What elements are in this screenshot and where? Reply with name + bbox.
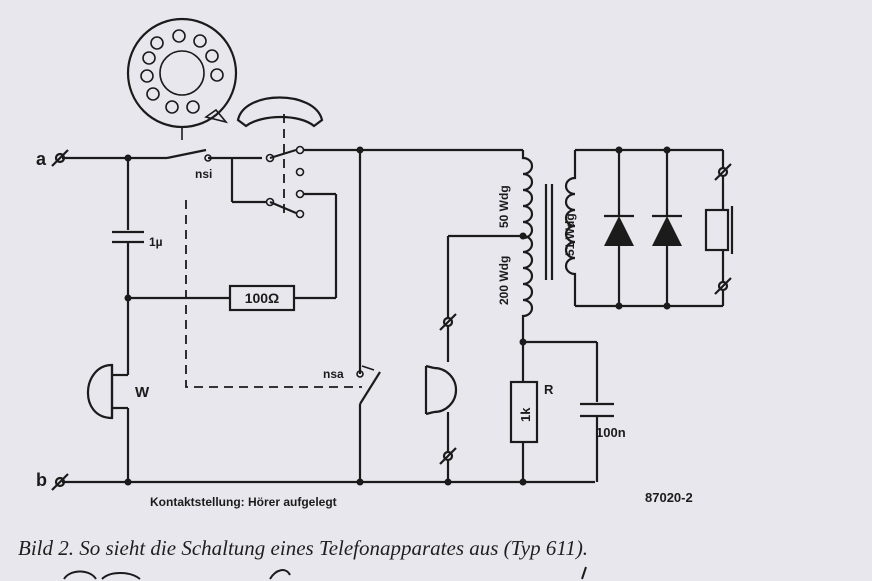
resistor-r-name-label: R xyxy=(544,382,554,397)
winding-200-label: 200 Wdg xyxy=(497,256,511,305)
ringer-bell-icon xyxy=(86,363,128,420)
ringer-label: W xyxy=(135,384,150,401)
terminal-b-icon xyxy=(51,473,69,491)
figure-number: 87020-2 xyxy=(645,490,693,505)
contact-position-note: Kontaktstellung: Hörer aufgelegt xyxy=(150,495,337,509)
telephone-circuit-schematic: a nsi xyxy=(36,17,734,509)
switch-nsa xyxy=(356,365,381,405)
switch-nsi xyxy=(166,148,262,162)
resistor-r-value-label: 1k xyxy=(518,407,533,422)
capacitor-1u-label: 1µ xyxy=(149,235,163,249)
earpiece-icon xyxy=(704,206,734,254)
terminal-a-icon xyxy=(51,149,69,167)
diode-2-icon xyxy=(652,150,682,306)
next-page-fragment xyxy=(63,566,587,580)
winding-50-label: 50 Wdg xyxy=(497,185,511,228)
diode-1-icon xyxy=(604,150,634,306)
terminal-a-label: a xyxy=(36,149,47,169)
nsa-link xyxy=(185,200,362,388)
transformer xyxy=(521,150,577,342)
terminal-b-label: b xyxy=(36,470,47,490)
hook-switch-contacts xyxy=(265,145,305,219)
resistor-100-label: 100Ω xyxy=(245,290,280,306)
rotary-dial-icon xyxy=(126,17,238,129)
switch-nsa-label: nsa xyxy=(323,367,344,381)
switch-nsi-label: nsi xyxy=(195,167,212,181)
microphone-icon xyxy=(424,364,458,416)
handset-icon xyxy=(236,96,324,128)
figure-caption: Bild 2. So sieht die Schaltung eines Tel… xyxy=(18,536,589,560)
winding-51-label: 51 Wdg xyxy=(563,213,577,256)
capacitor-100n-label: 100n xyxy=(596,425,626,440)
